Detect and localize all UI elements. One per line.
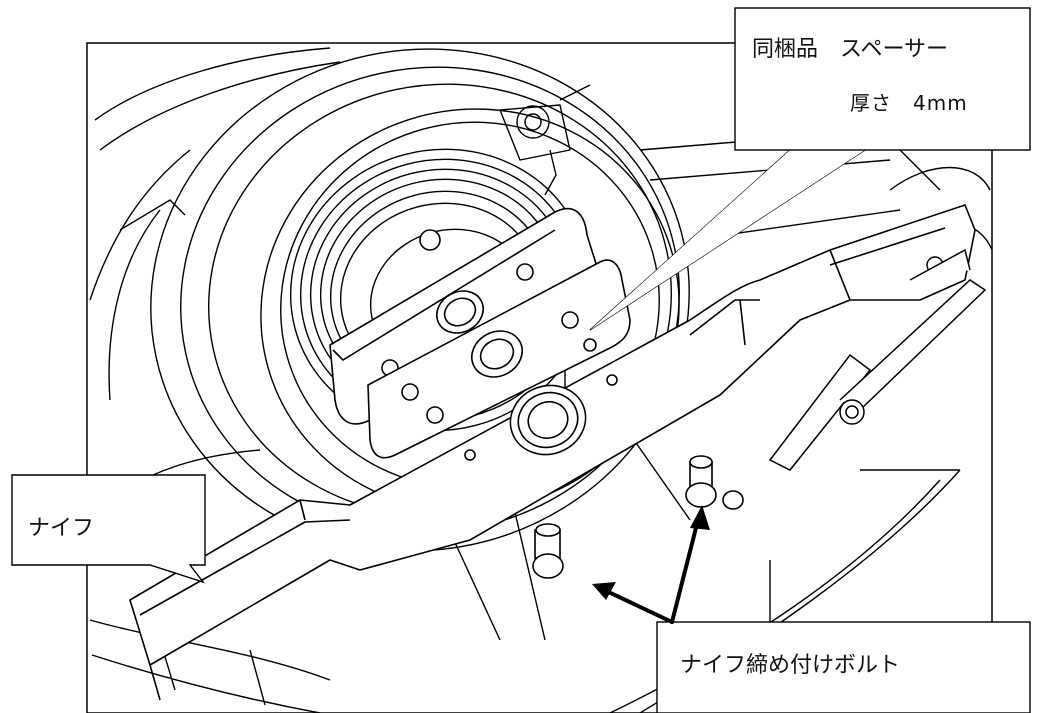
knife-bolts <box>532 455 744 579</box>
spacer-callout-line1: 同梱品 スペーサー <box>752 37 948 62</box>
arrow-head-left <box>592 582 616 600</box>
spacer-plate-front <box>367 259 631 459</box>
linkage-arm <box>768 248 987 471</box>
callout-spacer: 同梱品 スペーサー 厚さ 4mm <box>589 7 1031 331</box>
callout-knife: ナイフ <box>11 474 206 584</box>
bolt-arrows <box>598 518 700 624</box>
center-bolt <box>464 374 618 461</box>
bolt-callout-text: ナイフ締め付けボルト <box>680 653 900 678</box>
arrow-heads <box>592 505 710 600</box>
spacer-callout-line2: 厚さ 4mm <box>850 91 968 115</box>
callout-bolt: ナイフ締め付けボルト <box>656 621 1031 713</box>
knife-callout-text: ナイフ <box>28 516 94 541</box>
arrow-head-up <box>690 505 710 530</box>
